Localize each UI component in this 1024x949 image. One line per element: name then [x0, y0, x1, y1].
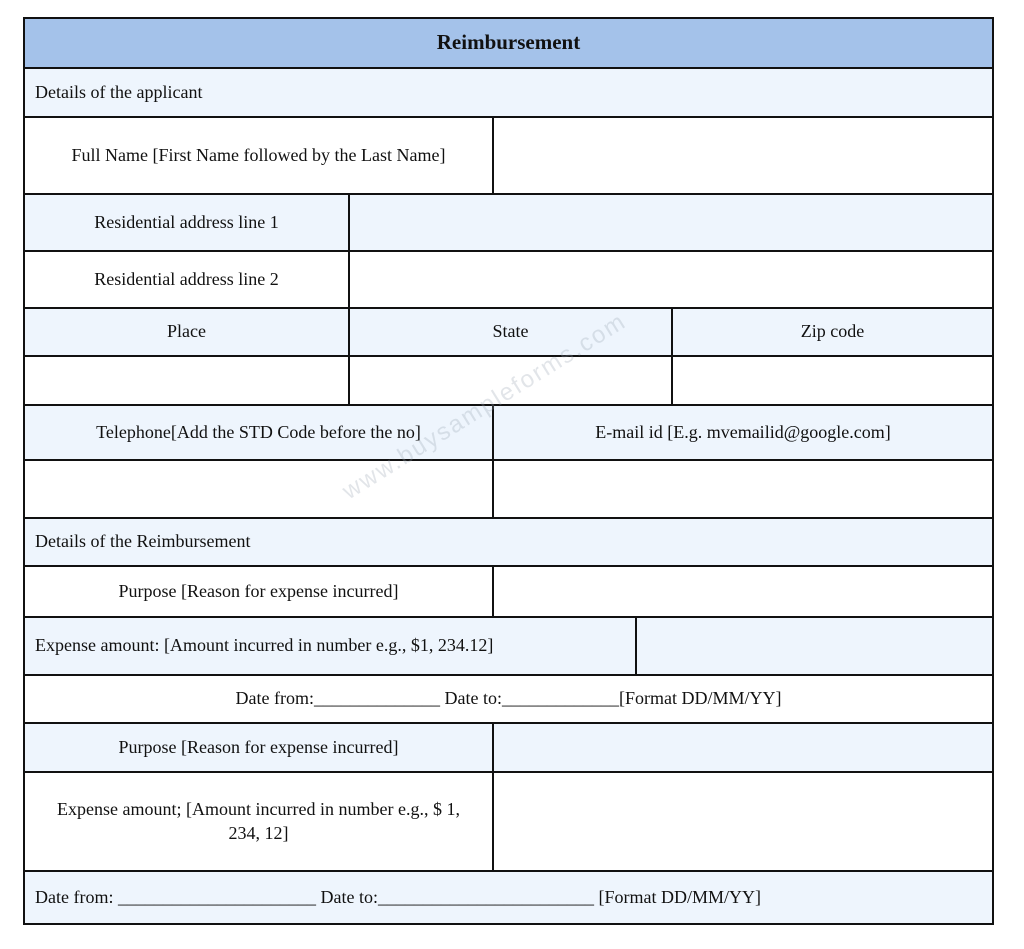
- place-state-zip-input-row: [25, 355, 992, 404]
- address1-label: Residential address line 1: [94, 211, 279, 232]
- section-applicant-heading: Details of the applicant: [35, 81, 203, 102]
- email-label: E-mail id [E.g. mvemailid@google.com]: [492, 406, 992, 459]
- telephone-label: Telephone[Add the STD Code before the no…: [96, 421, 421, 442]
- contact-header-row: Telephone[Add the STD Code before the no…: [25, 404, 992, 459]
- expense-field-1[interactable]: [635, 618, 992, 674]
- zip-label: Zip code: [671, 309, 992, 355]
- contact-input-row: [25, 459, 992, 517]
- email-field[interactable]: [492, 461, 992, 517]
- purpose-row-1: Purpose [Reason for expense incurred]: [25, 565, 992, 616]
- place-state-zip-header-row: Place State Zip code: [25, 307, 992, 355]
- expense-field-2[interactable]: [492, 773, 992, 870]
- purpose-field-1[interactable]: [492, 567, 992, 616]
- date-row-2: Date from: ______________________ Date t…: [25, 870, 992, 923]
- section-reimbursement-row: Details of the Reimbursement: [25, 517, 992, 565]
- date-line-1[interactable]: Date from:______________ Date to:_______…: [235, 688, 782, 709]
- full-name-row: Full Name [First Name followed by the La…: [25, 116, 992, 193]
- full-name-field[interactable]: [492, 118, 992, 193]
- date-row-1: Date from:______________ Date to:_______…: [25, 674, 992, 722]
- expense-label-1: Expense amount: [Amount incurred in numb…: [35, 635, 494, 656]
- purpose-label-2: Purpose [Reason for expense incurred]: [118, 736, 399, 757]
- expense-row-1: Expense amount: [Amount incurred in numb…: [25, 616, 992, 674]
- telephone-field[interactable]: [25, 461, 492, 517]
- address1-field[interactable]: [348, 195, 992, 250]
- state-label: State: [348, 309, 671, 355]
- form-title: Reimbursement: [25, 19, 992, 67]
- address2-field[interactable]: [348, 252, 992, 307]
- address2-label: Residential address line 2: [94, 268, 279, 289]
- address2-row: Residential address line 2: [25, 250, 992, 307]
- place-field[interactable]: [25, 357, 348, 404]
- zip-field[interactable]: [671, 357, 992, 404]
- address1-row: Residential address line 1: [25, 193, 992, 250]
- expense-row-2: Expense amount; [Amount incurred in numb…: [25, 771, 992, 870]
- purpose-field-2[interactable]: [492, 724, 992, 771]
- purpose-row-2: Purpose [Reason for expense incurred]: [25, 722, 992, 771]
- reimbursement-form: Reimbursement Details of the applicant F…: [23, 17, 994, 925]
- section-applicant-row: Details of the applicant: [25, 67, 992, 116]
- state-field[interactable]: [348, 357, 671, 404]
- place-label: Place: [167, 321, 206, 342]
- title-row: Reimbursement: [25, 19, 992, 67]
- expense-label-2: Expense amount; [Amount incurred in numb…: [57, 799, 460, 843]
- section-reimbursement-heading: Details of the Reimbursement: [35, 531, 251, 552]
- purpose-label-1: Purpose [Reason for expense incurred]: [118, 580, 399, 601]
- full-name-label: Full Name [First Name followed by the La…: [71, 144, 446, 165]
- date-line-2[interactable]: Date from: ______________________ Date t…: [35, 886, 761, 907]
